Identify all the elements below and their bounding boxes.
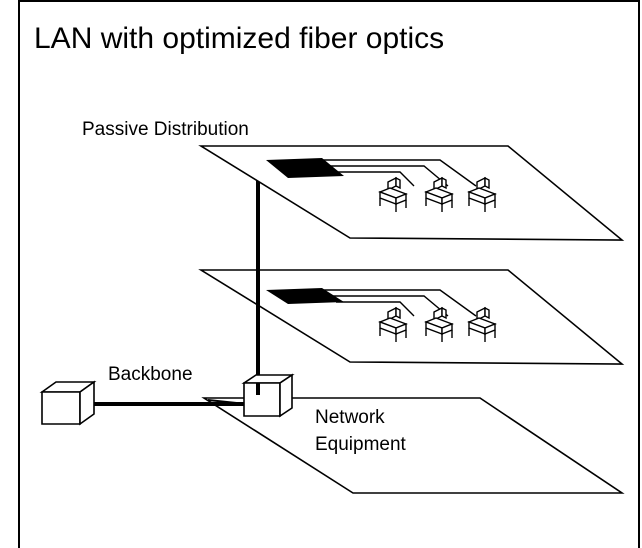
network-equipment-label-line2: Equipment	[315, 434, 406, 455]
backbone-label: Backbone	[108, 364, 193, 385]
floor-2-plane	[198, 269, 625, 383]
network-equipment-label-line1: Network	[315, 407, 385, 428]
patch-panel-icon	[266, 288, 344, 304]
remote-switch-box-icon	[39, 380, 97, 426]
floor-1-plane	[198, 145, 625, 241]
switch-box-icon	[241, 373, 295, 418]
network-equipment-label: Network Equipment	[315, 404, 406, 458]
diagram-title: LAN with optimized fiber optics	[34, 22, 445, 55]
passive-distribution-label: Passive Distribution	[82, 119, 249, 140]
patch-panel-icon	[266, 158, 344, 178]
floor-3-plane	[201, 397, 625, 494]
backbone-link-floor	[207, 399, 247, 405]
